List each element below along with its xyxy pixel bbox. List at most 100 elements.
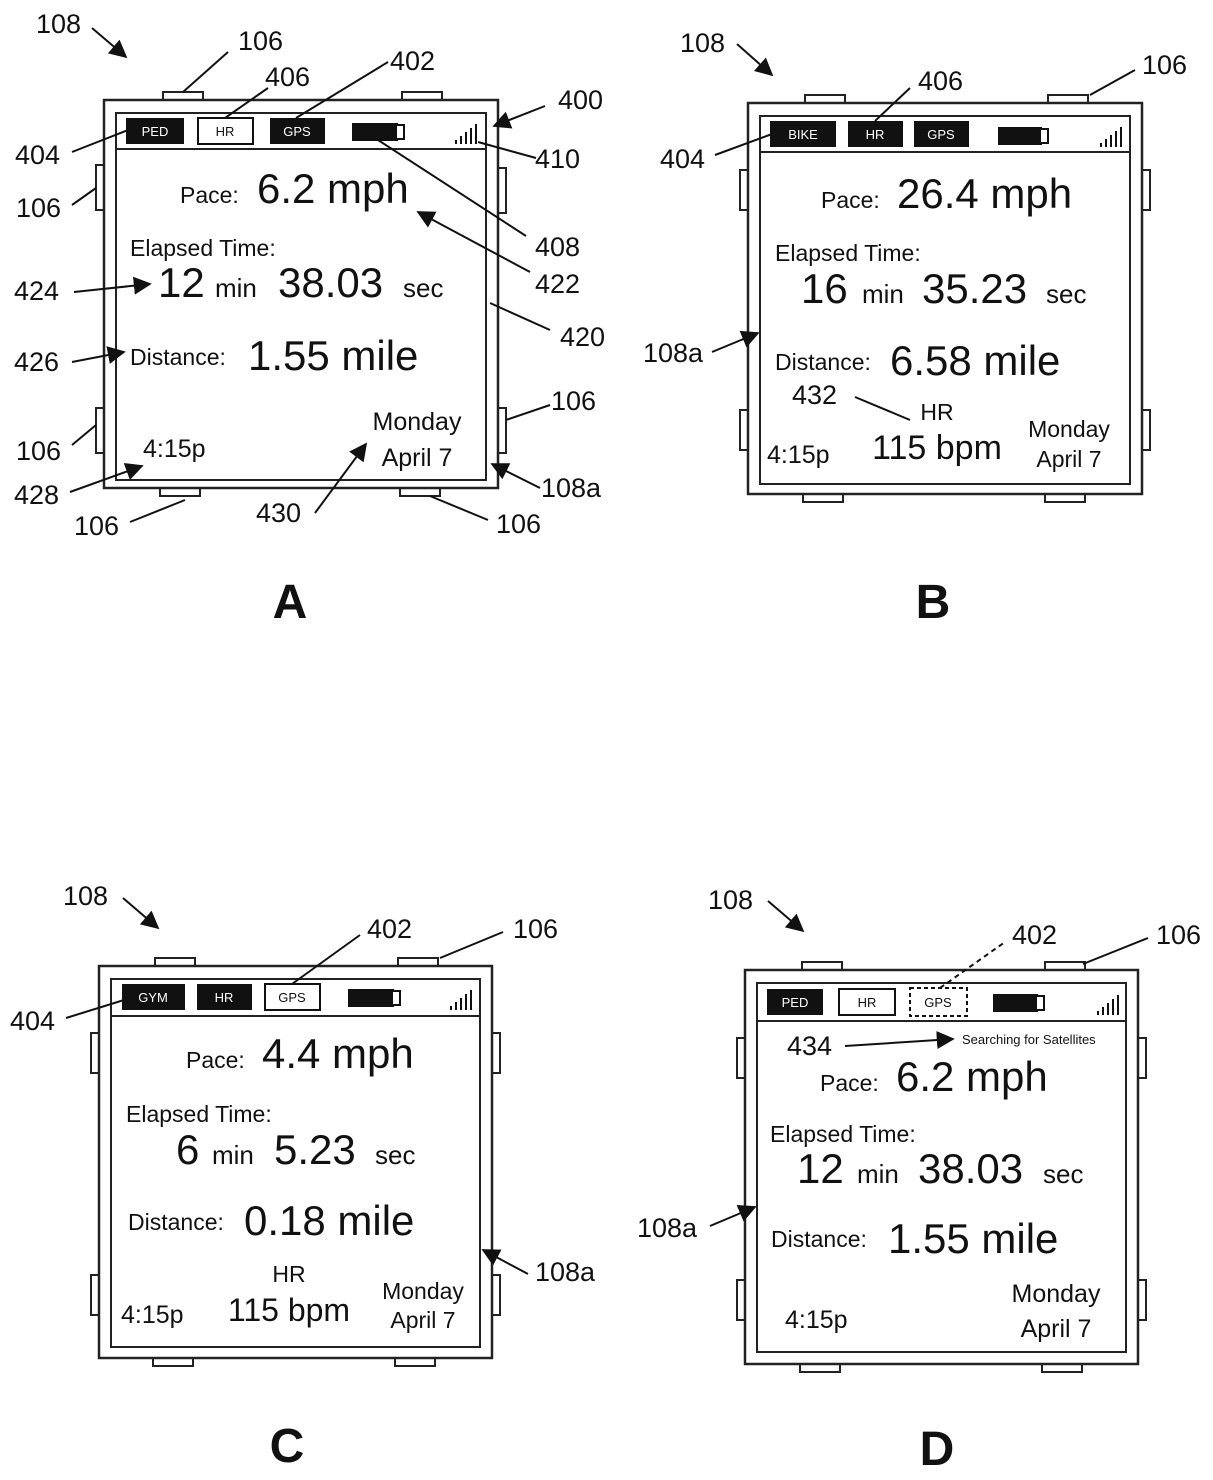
ref-434: 434	[787, 1031, 832, 1061]
distance-label: Distance:	[128, 1209, 224, 1235]
battery-icon	[998, 127, 1048, 145]
elapsed-label: Elapsed Time:	[775, 240, 921, 266]
hr-icon-label: HR	[866, 127, 885, 142]
clock-time: 4:15p	[143, 435, 206, 463]
ref-408: 408	[535, 232, 580, 262]
clock-time: 4:15p	[767, 441, 830, 469]
elapsed-label: Elapsed Time:	[770, 1121, 916, 1147]
elapsed-seconds: 5.23	[274, 1126, 356, 1173]
ref-108a: 108a	[637, 1213, 698, 1243]
seconds-unit: sec	[1043, 1159, 1083, 1189]
elapsed-seconds: 35.23	[922, 265, 1027, 312]
ref-108a: 108a	[643, 338, 704, 368]
elapsed-minutes: 12	[158, 259, 205, 306]
battery-icon	[348, 989, 400, 1007]
mode-label: PED	[782, 995, 809, 1010]
ref-106: 106	[74, 511, 119, 541]
ref-108: 108	[36, 9, 81, 39]
ref-430: 430	[256, 498, 301, 528]
pace-label: Pace:	[821, 187, 880, 213]
seconds-unit: sec	[1046, 279, 1086, 309]
pace-label: Pace:	[820, 1070, 879, 1096]
hr-value: 115 bpm	[872, 429, 1002, 467]
elapsed-minutes: 16	[801, 265, 848, 312]
figure-letter: B	[916, 576, 951, 629]
ref-108: 108	[708, 885, 753, 915]
ref-402: 402	[390, 46, 435, 76]
ref-432: 432	[792, 380, 837, 410]
gps-icon-label: GPS	[924, 995, 952, 1010]
minutes-unit: min	[212, 1140, 254, 1170]
ref-106: 106	[16, 436, 61, 466]
ref-108: 108	[680, 28, 725, 58]
ref-420: 420	[560, 322, 605, 352]
elapsed-label: Elapsed Time:	[126, 1101, 272, 1127]
pace-value: 4.4 mph	[262, 1030, 414, 1077]
gps-icon-label: GPS	[283, 124, 311, 139]
mode-label: GYM	[138, 990, 168, 1005]
figure-letter: C	[270, 1420, 305, 1473]
ref-106: 106	[16, 193, 61, 223]
ref-404: 404	[10, 1006, 55, 1036]
ref-106: 106	[238, 26, 283, 56]
figure-letter: D	[920, 1423, 955, 1476]
distance-value: 1.55 mile	[888, 1215, 1058, 1262]
hr-label: HR	[272, 1261, 305, 1287]
ref-406: 406	[265, 62, 310, 92]
gps-icon-label: GPS	[927, 127, 955, 142]
battery-icon	[352, 123, 404, 141]
hr-label: HR	[920, 399, 953, 425]
hr-icon-label: HR	[215, 990, 234, 1005]
minutes-unit: min	[857, 1159, 899, 1189]
pace-value: 6.2 mph	[257, 165, 409, 212]
seconds-unit: sec	[375, 1140, 415, 1170]
distance-value: 1.55 mile	[248, 332, 418, 379]
seconds-unit: sec	[403, 273, 443, 303]
ref-400: 400	[558, 85, 603, 115]
pace-label: Pace:	[180, 182, 239, 208]
pace-value: 26.4 mph	[897, 170, 1072, 217]
hr-icon-label: HR	[858, 995, 877, 1010]
distance-value: 6.58 mile	[890, 337, 1060, 384]
ref-106: 106	[1156, 920, 1201, 950]
ref-426: 426	[14, 347, 59, 377]
date-label: April 7	[390, 1307, 455, 1333]
day-label: Monday	[1028, 416, 1110, 442]
ref-106: 106	[513, 914, 558, 944]
minutes-unit: min	[862, 279, 904, 309]
date-label: April 7	[1021, 1315, 1092, 1343]
elapsed-seconds: 38.03	[918, 1145, 1023, 1192]
elapsed-minutes: 12	[797, 1145, 844, 1192]
hr-value: 115 bpm	[228, 1292, 350, 1328]
ref-106: 106	[551, 386, 596, 416]
distance-label: Distance:	[771, 1226, 867, 1252]
elapsed-minutes: 6	[176, 1126, 199, 1173]
elapsed-label: Elapsed Time:	[130, 235, 276, 261]
distance-value: 0.18 mile	[244, 1197, 414, 1244]
figure-b: BIKE HR GPS Pace: 26.4 mph Elapsed Time:…	[643, 28, 1187, 629]
date-label: April 7	[1036, 446, 1101, 472]
ref-108a: 108a	[535, 1257, 596, 1287]
hr-icon-label: HR	[216, 124, 235, 139]
ref-428: 428	[14, 480, 59, 510]
pace-value: 6.2 mph	[896, 1053, 1048, 1100]
ref-404: 404	[660, 144, 705, 174]
ref-108: 108	[63, 881, 108, 911]
ref-106: 106	[496, 509, 541, 539]
pace-label: Pace:	[186, 1047, 245, 1073]
ref-402: 402	[367, 914, 412, 944]
day-label: Monday	[1012, 1280, 1101, 1308]
ref-406: 406	[918, 66, 963, 96]
gps-icon-label: GPS	[278, 990, 306, 1005]
battery-icon	[993, 994, 1044, 1012]
ref-404: 404	[15, 140, 60, 170]
mode-label: BIKE	[788, 127, 818, 142]
date-label: April 7	[382, 444, 453, 472]
ref-424: 424	[14, 276, 59, 306]
clock-time: 4:15p	[121, 1301, 184, 1329]
day-label: Monday	[382, 1278, 464, 1304]
mode-label: PED	[142, 124, 169, 139]
ref-108a: 108a	[541, 473, 602, 503]
distance-label: Distance:	[775, 349, 871, 375]
